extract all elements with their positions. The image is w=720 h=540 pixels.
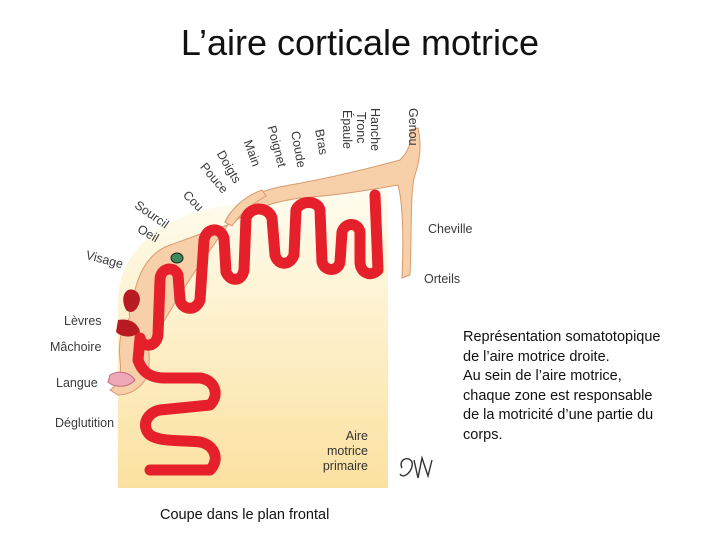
slide-title: L’aire corticale motrice xyxy=(180,22,540,63)
signature xyxy=(399,455,433,479)
homunculus-body xyxy=(224,127,421,279)
area-label-line-3: primaire xyxy=(322,459,368,473)
description-line-5: de la motricité d’une partie du xyxy=(463,407,654,423)
label-levres: Lèvres xyxy=(64,314,102,328)
area-label-line-2: motrice xyxy=(327,444,368,458)
area-label-line-1: Aire xyxy=(345,429,368,443)
description-line-2: de l’aire motrice droite. xyxy=(463,348,610,365)
homunculus-tongue xyxy=(107,371,136,387)
homunculus-lower-lip xyxy=(116,319,140,337)
label-epaule: Épaule xyxy=(340,110,354,149)
label-machoire: Mâchoire xyxy=(50,340,102,354)
homunculus-hand xyxy=(224,189,267,227)
label-deglutition: Déglutition xyxy=(55,416,115,430)
cortex-ribbon xyxy=(132,189,384,476)
label-genou: Genou xyxy=(406,108,420,146)
description-line-6: corps. xyxy=(463,426,503,443)
label-tronc: Tronc xyxy=(354,112,368,144)
label-cheville: Cheville xyxy=(428,222,473,236)
label-hanche: Hanche xyxy=(368,108,382,152)
figure-caption: Coupe dans le plan frontal xyxy=(160,507,330,523)
area-label: Aire motrice primaire xyxy=(314,429,368,474)
description-line-1: Représentation somatotopique xyxy=(463,329,661,345)
homunculus-eye xyxy=(170,252,184,264)
description-line-3: Au sein de l’aire motrice, xyxy=(463,368,622,384)
description-line-4: chaque zone est responsable xyxy=(463,387,653,404)
homunculus-lips xyxy=(123,289,140,312)
description-text: Représentation somatotopique de l’aire m… xyxy=(463,328,703,445)
label-orteils: Orteils xyxy=(424,272,461,286)
label-langue: Langue xyxy=(56,376,98,390)
